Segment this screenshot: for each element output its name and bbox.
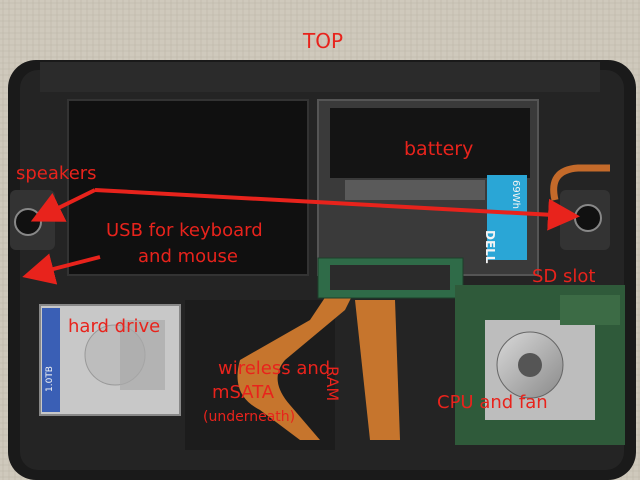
- battery-cell-left: [67, 99, 309, 276]
- label-cpu-fan: CPU and fan: [437, 392, 548, 413]
- speaker-right: [574, 204, 602, 232]
- red-arrow-speaker-right: [94, 188, 580, 231]
- label-underneath: (underneath): [203, 409, 296, 425]
- red-arrow-speaker-left: [30, 188, 96, 222]
- speaker-left: [14, 208, 42, 236]
- hdd-capacity-text: 1.0TB: [45, 366, 55, 392]
- label-sd-slot: SD slot: [532, 266, 596, 287]
- label-hard-drive: hard drive: [68, 316, 161, 337]
- red-arrow-usb: [22, 253, 101, 285]
- battery-wh-text: 69Wh: [510, 180, 521, 209]
- label-ram: RAM: [323, 366, 342, 402]
- label-speakers: speakers: [16, 163, 97, 184]
- label-wireless-line2: mSATA: [212, 382, 275, 403]
- battery-brand-text: DELL: [483, 230, 497, 264]
- label-battery: battery: [404, 138, 474, 160]
- label-usb-line1: USB for keyboard: [106, 220, 263, 241]
- label-top: TOP: [303, 29, 344, 53]
- label-wireless-line1: wireless and: [218, 358, 331, 379]
- copper-ribbon-cable: [237, 290, 355, 440]
- battery-label: [487, 175, 527, 260]
- label-usb-line2: and mouse: [138, 246, 238, 267]
